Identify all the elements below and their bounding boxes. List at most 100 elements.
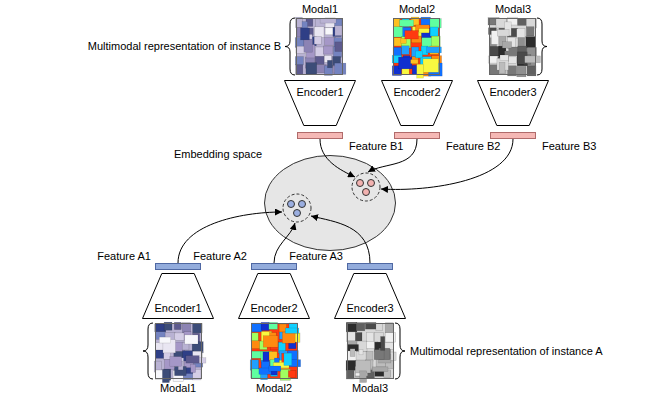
image-patch: [301, 28, 310, 40]
image-patch: [335, 42, 343, 52]
image-patch: [182, 323, 190, 333]
image-patch: [323, 46, 333, 54]
connector-arrow: [381, 139, 513, 189]
image-frame: [490, 19, 536, 75]
image-patch: [502, 42, 511, 48]
curly-brace: [395, 323, 405, 379]
image-patch: [314, 36, 321, 44]
feature-dot: [294, 210, 301, 217]
image-patch: [186, 356, 199, 364]
image-patch: [191, 364, 196, 372]
image-ground: [347, 323, 394, 379]
image-patch: [335, 26, 342, 36]
image-patch: [415, 51, 422, 58]
encoder-box: Encoder3: [334, 273, 406, 319]
feature-dot: [288, 201, 295, 208]
encoder-label: Encoder3: [489, 86, 536, 99]
image-patch: [335, 63, 346, 74]
image-patch: [372, 367, 388, 372]
connector-arrow: [178, 212, 282, 263]
image-patch: [423, 59, 439, 73]
image-patch: [274, 358, 279, 363]
image-ground: [155, 323, 202, 379]
encoder-box: Encoder3: [477, 80, 549, 126]
image-patch: [517, 66, 526, 76]
image-patch: [155, 350, 164, 358]
feature-dot: [368, 180, 375, 187]
image-patch: [411, 60, 419, 64]
modal-image: [489, 18, 536, 75]
image-patch: [376, 323, 383, 331]
feature-bar: Feature B1: [297, 132, 343, 139]
image-patch: [359, 350, 363, 355]
image-patch: [252, 323, 263, 332]
image-patch: [402, 46, 410, 55]
image-patch: [285, 328, 299, 333]
encoder-box: Encoder2: [238, 273, 310, 319]
image-patch: [517, 29, 525, 39]
curly-brace: [285, 18, 295, 75]
image-patch: [159, 337, 170, 343]
image-ground: [251, 323, 298, 379]
image-patch: [282, 332, 295, 343]
image-patch: [385, 323, 393, 333]
image-patch: [393, 27, 404, 37]
image-patch: [327, 60, 332, 68]
image-patch: [367, 332, 374, 342]
image-patch: [500, 55, 508, 61]
encoder-box: Encoder2: [381, 80, 453, 126]
feature-bar: Feature B2: [394, 132, 440, 139]
encoder-outline: [143, 274, 214, 319]
feature-dot: [363, 189, 370, 196]
encoder-label: Encoder3: [346, 302, 393, 315]
image-patch: [400, 20, 414, 27]
cluster-circle: [352, 173, 380, 201]
modal-label: Modal2: [256, 382, 292, 395]
image-frame: [297, 19, 343, 75]
space-outline: [265, 156, 396, 251]
encoder-label: Encoder2: [250, 302, 297, 315]
feature-label: Feature B3: [542, 140, 596, 153]
image-patch: [499, 62, 505, 73]
connector-arrow: [311, 216, 370, 263]
encoder-label: Encoder1: [296, 86, 343, 99]
feature-bar: Feature A1: [155, 263, 201, 270]
encoder-label: Encoder1: [154, 302, 201, 315]
image-frame: [252, 324, 298, 379]
image-patch: [399, 57, 412, 69]
image-patch: [288, 371, 296, 378]
feature-label: Feature A1: [97, 250, 151, 263]
curly-brace: [143, 323, 153, 379]
image-patch: [360, 371, 367, 383]
feature-label: Feature A2: [193, 250, 247, 263]
feature-label: Feature B1: [349, 140, 403, 153]
feature-dot: [299, 201, 306, 208]
image-patch: [263, 336, 278, 348]
modal-label: Modal1: [302, 3, 338, 16]
image-patch: [526, 27, 534, 36]
encoder-outline: [382, 81, 453, 126]
image-patch: [170, 357, 182, 367]
image-frame: [394, 19, 440, 75]
image-patch: [430, 27, 438, 36]
modal-label: Modal1: [160, 382, 196, 395]
image-patch: [526, 37, 536, 48]
encoder-outline: [335, 274, 406, 319]
image-patch: [185, 335, 198, 344]
modal-image: [296, 18, 343, 75]
image-patch: [525, 56, 541, 63]
image-patch: [385, 333, 396, 342]
image-patch: [405, 31, 419, 40]
image-patch: [263, 352, 269, 362]
feature-label: Feature A3: [289, 250, 343, 263]
image-frame: [156, 324, 202, 379]
curly-brace: [537, 18, 547, 75]
encoder-outline: [239, 274, 310, 319]
feature-label: Feature B2: [446, 140, 500, 153]
image-patch: [193, 323, 203, 333]
embedding-ellipse: [264, 155, 396, 251]
modal-image: [393, 18, 440, 75]
encoder-outline: [478, 81, 549, 126]
image-patch: [355, 333, 362, 341]
